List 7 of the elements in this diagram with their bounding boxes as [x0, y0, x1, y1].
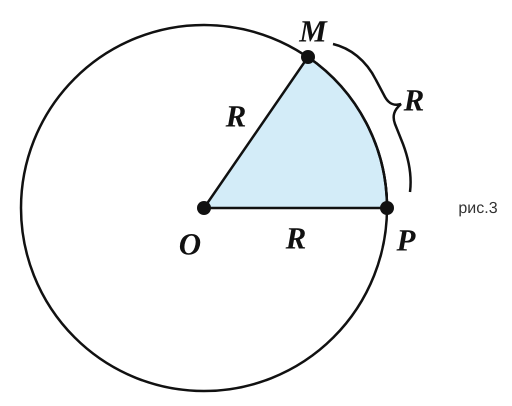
length-label: R [286, 222, 306, 254]
length-label: R [404, 84, 424, 116]
point-label: P [396, 224, 416, 256]
point-label: O [178, 228, 202, 260]
figure-caption: рис.3 [458, 201, 498, 217]
point-label: M [299, 16, 327, 46]
length-label: R [226, 100, 246, 132]
